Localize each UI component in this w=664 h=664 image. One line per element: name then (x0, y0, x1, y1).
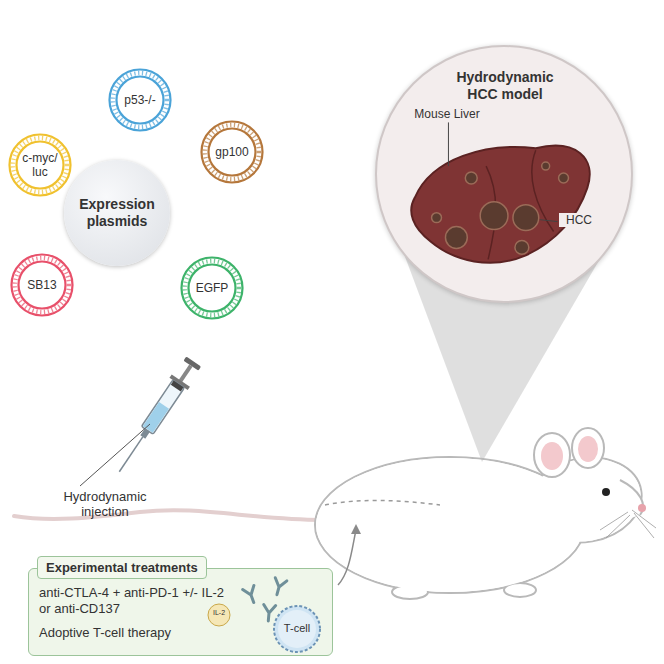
mouse-eye (602, 488, 610, 496)
whiskers (600, 510, 656, 538)
plasmid-label: EGFP (190, 281, 234, 295)
plasmid-label: gp100 (210, 145, 254, 159)
plasmid-ring: EGFP (179, 255, 245, 321)
plasmid-ring: gp100 (199, 119, 265, 185)
mouse-ear-inner (541, 442, 563, 470)
label: Hydrodynamic injection (45, 489, 165, 519)
plasmid-label: c-myc/ luc (18, 151, 62, 179)
treatment-line (338, 530, 356, 585)
mouse-nose (638, 504, 646, 512)
mouse-fill (316, 450, 647, 592)
box-body: Adoptive T-cell therapy (39, 625, 239, 641)
mouse-ear (534, 433, 570, 477)
treatment-box: Experimental treatmentsanti-CTLA-4 + ant… (28, 568, 333, 656)
label: Mouse Liver (397, 107, 497, 121)
plasmid-hub: Expression plasmids (64, 160, 170, 266)
mouse-ear (572, 428, 604, 468)
leader-line (80, 424, 150, 486)
zoom-title: Hydrodynamic HCC model (440, 69, 570, 103)
plasmid-ring: SB13 (9, 252, 75, 318)
treatment-arrow (351, 524, 361, 534)
zoom-circle: Hydrodynamic HCC modelMouse LiverHCC (375, 45, 633, 303)
label: IL-2 (205, 609, 233, 617)
mouse (315, 449, 648, 599)
label: HCC (559, 213, 599, 227)
plasmid-ring: c-myc/ luc (7, 132, 73, 198)
injection-path (325, 500, 440, 505)
hub-label: Expression plasmids (75, 196, 159, 230)
box-body: anti-CTLA-4 + anti-PD-1 +/- IL-2 or anti… (39, 585, 229, 617)
box-heading: Experimental treatments (37, 556, 207, 579)
liver (377, 47, 631, 301)
plasmid-label: SB13 (20, 278, 64, 292)
mouse-tail (14, 510, 322, 520)
label: T-cell (277, 622, 317, 635)
mouse-ear-inner (578, 436, 598, 462)
plasmid-ring: p53-/- (107, 67, 173, 133)
treatment-icons (29, 569, 334, 664)
plasmid-label: p53-/- (118, 93, 162, 107)
syringe (110, 355, 203, 478)
